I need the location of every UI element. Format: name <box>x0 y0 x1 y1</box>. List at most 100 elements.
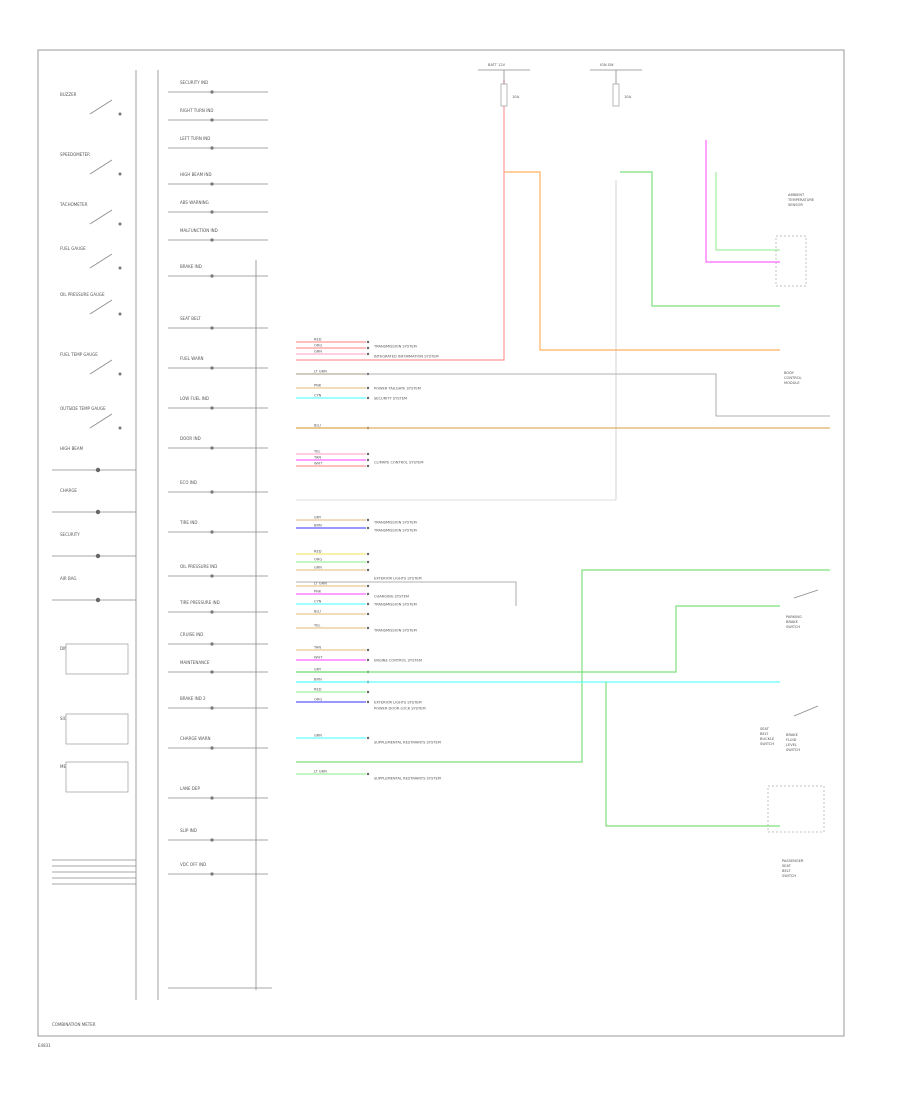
system-label-4: CLIMATE CONTROL SYSTEM <box>374 461 423 465</box>
system-label-1: INTEGRATED INFORMATION SYSTEM <box>374 355 439 359</box>
page-code: E4831 <box>38 1043 51 1048</box>
indicator-node-5 <box>210 238 214 242</box>
cluster-block-12 <box>65 713 129 745</box>
indicator-node-3 <box>210 182 214 186</box>
wire-arrow-19 <box>366 626 370 630</box>
switch-pin-2 <box>118 222 122 226</box>
indicator-node-16 <box>210 670 214 674</box>
component-label-1-2: MODULE <box>784 381 800 385</box>
indicator-node-11 <box>210 490 214 494</box>
fuse-element-0 <box>500 83 508 107</box>
lamp-10 <box>95 597 101 603</box>
indicator-node-15 <box>210 642 214 646</box>
indicator-node-12 <box>210 530 214 534</box>
system-label-11: ENGINE CONTROL SYSTEM <box>374 659 422 663</box>
switch-contact-6 <box>89 413 113 429</box>
left-label-2: TACHOMETER <box>59 202 88 207</box>
wire-tag-21: WHT <box>314 656 323 660</box>
indicator-node-14 <box>210 610 214 614</box>
wire-arrow-15 <box>366 584 370 588</box>
cluster-block-11 <box>65 643 129 675</box>
component-label-1-0: BODY <box>784 371 795 375</box>
lamp-7 <box>95 467 101 473</box>
system-label-14: SUPPLEMENTAL RESTRAINTS SYSTEM <box>374 741 441 745</box>
indicator-node-18 <box>210 746 214 750</box>
system-label-2: POWER TAILGATE SYSTEM <box>374 387 421 391</box>
left-label-9: SECURITY <box>60 532 80 537</box>
component-label-4-3: SWITCH <box>760 742 774 746</box>
fuse-rating-0: 10A <box>512 95 520 99</box>
wire-arrow-11 <box>366 526 370 530</box>
indicator-node-10 <box>210 446 214 450</box>
indicator-label-0: SECURITY IND <box>180 80 208 85</box>
indicator-label-14: TIRE PRESSURE IND <box>179 600 220 605</box>
wire-tag-20: TAN <box>313 646 321 650</box>
wire-arrow-1 <box>366 346 370 350</box>
wire-runs <box>296 80 830 827</box>
indicator-label-2: LEFT TURN IND <box>180 136 210 141</box>
indicator-label-11: ECO IND <box>180 480 197 485</box>
fuse-top-label-1: IGN SW <box>600 63 614 67</box>
wire-red-run <box>296 80 505 361</box>
switch-contact-0 <box>89 99 113 115</box>
fuse-rating-1: 10A <box>624 95 632 99</box>
left-label-4: OIL PRESSURE GAUGE <box>60 292 105 297</box>
wire-orange-run <box>504 171 780 351</box>
wire-tag-2: GRN <box>314 350 322 354</box>
indicator-node-6 <box>210 274 214 278</box>
indicator-node-9 <box>210 406 214 410</box>
wire-tag-25: ORG <box>314 698 322 702</box>
component-label-5-0: PASSENGER <box>782 859 804 863</box>
switch-pin-4 <box>118 312 122 316</box>
right-components: AMBIENTTEMPERATURESENSORBODYCONTROLMODUL… <box>760 193 825 878</box>
component-label-5-1: SEAT <box>782 864 792 868</box>
lamp-9 <box>95 553 101 559</box>
switch-pin-1 <box>118 172 122 176</box>
left-label-0: BUZZER <box>60 92 77 97</box>
sensor-connector <box>775 235 807 287</box>
switch-contact-1 <box>89 159 113 175</box>
wire-arrow-4 <box>366 386 370 390</box>
indicator-node-8 <box>210 366 214 370</box>
fluid-switch-contact <box>793 705 819 717</box>
wire-arrow-5 <box>366 396 370 400</box>
switch-contact-5 <box>89 359 113 375</box>
indicator-node-4 <box>210 210 214 214</box>
wire-arrow-27 <box>366 772 370 776</box>
wire-green-long <box>296 605 780 673</box>
indicator-node-19 <box>210 796 214 800</box>
wire-arrow-10 <box>366 518 370 522</box>
wire-tag-14: GRN <box>314 566 322 570</box>
wire-tag-18: BLU <box>314 610 321 614</box>
component-label-0-1: TEMPERATURE <box>787 198 815 202</box>
fuse-top-label-0: BATT 12V <box>488 63 506 67</box>
wire-arrow-2 <box>366 352 370 356</box>
indicator-node-17 <box>210 706 214 710</box>
wire-arrow-16 <box>366 592 370 596</box>
wire-tag-8: TAN <box>313 456 321 460</box>
wire-tag-0: RED <box>314 338 322 342</box>
wire-tag-5: CYN <box>314 394 322 398</box>
cluster-block-13 <box>65 761 129 793</box>
system-label-7: EXTERIOR LIGHTS SYSTEM <box>374 577 422 581</box>
system-label-8: CHARGING SYSTEM <box>374 595 409 599</box>
wire-tag-1: ORG <box>314 344 322 348</box>
wire-magenta-run <box>705 140 780 263</box>
wire-green-upper <box>296 569 830 763</box>
indicator-node-0 <box>210 90 214 94</box>
wire-green-run <box>620 171 780 307</box>
indicator-label-8: FUEL WARN <box>180 356 204 361</box>
wire-green-lower <box>605 682 780 827</box>
indicator-node-2 <box>210 146 214 150</box>
wire-tag-11: BRN <box>314 524 322 528</box>
component-label-5-2: BELT <box>782 869 791 873</box>
indicator-label-17: BRAKE IND 2 <box>180 696 206 701</box>
wire-tag-15: LT GRN <box>314 582 327 586</box>
indicator-node-20 <box>210 838 214 842</box>
component-label-3-3: SWITCH <box>786 748 800 752</box>
fuse-block: BATT 12V 10A IGN SW 10A <box>478 63 642 107</box>
component-label-5-3: SWITCH <box>782 874 796 878</box>
indicator-label-13: OIL PRESSURE IND <box>180 564 217 569</box>
diagram-frame <box>37 49 845 1037</box>
